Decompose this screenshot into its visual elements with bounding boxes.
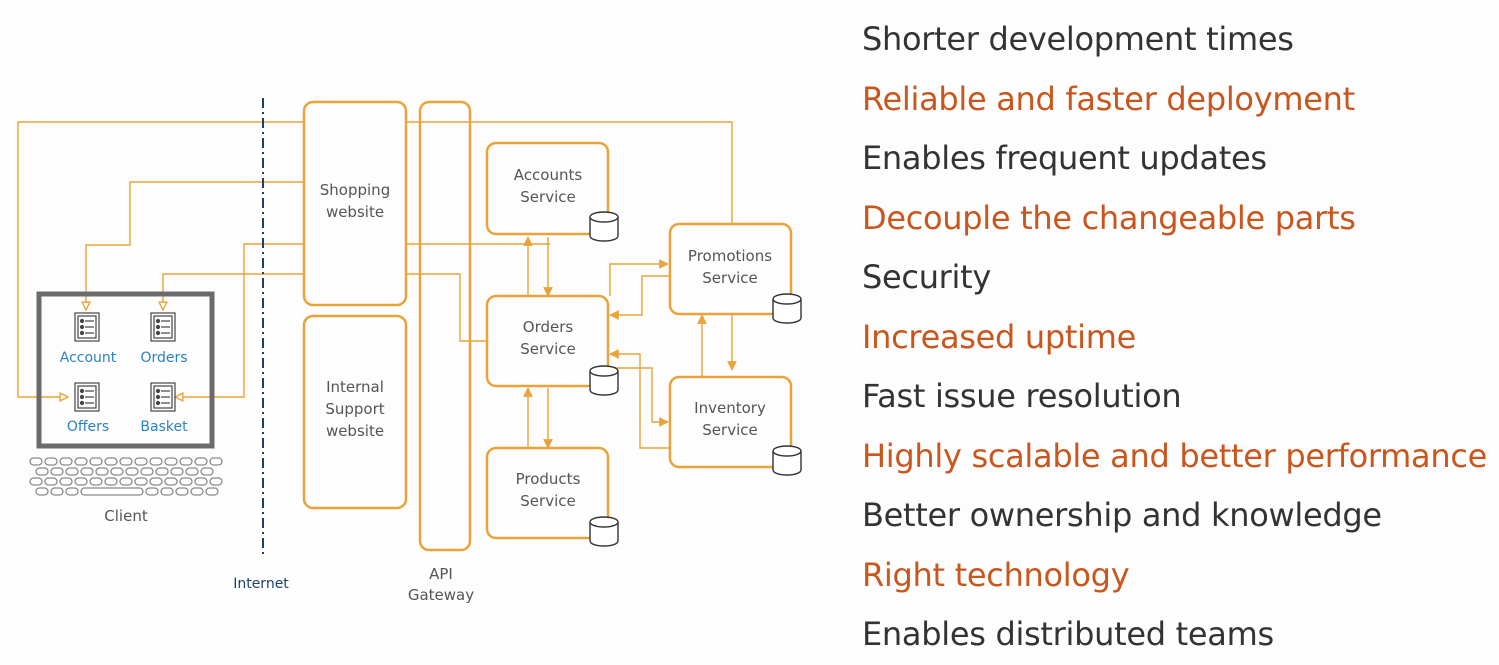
account-label: Account	[60, 350, 117, 366]
orders-label: Orders	[140, 350, 187, 366]
document-list-icon	[150, 382, 176, 412]
svg-text:Service: Service	[520, 188, 575, 206]
basket-item: Basket	[140, 382, 188, 435]
svg-text:Gateway: Gateway	[408, 586, 474, 604]
basket-label: Basket	[140, 419, 188, 435]
svg-text:website: website	[326, 203, 384, 221]
svg-text:Accounts: Accounts	[514, 166, 583, 184]
benefit-item: Increased uptime	[862, 317, 1136, 356]
architecture-diagram: Internet Client Account Orders	[17, 98, 802, 604]
accounts-service-box: Accounts Service	[485, 141, 619, 242]
offers-label: Offers	[67, 419, 109, 435]
benefit-item: Reliable and faster deployment	[862, 79, 1355, 118]
svg-text:Inventory: Inventory	[694, 399, 766, 417]
support-website-box: Internal Support website	[302, 314, 408, 510]
document-list-icon	[74, 382, 100, 412]
internet-label: Internet	[233, 576, 289, 592]
svg-text:Service: Service	[702, 269, 757, 287]
api-gateway: API Gateway	[408, 100, 474, 604]
benefit-item: Fast issue resolution	[862, 377, 1182, 415]
shopping-website-box: Shopping website	[302, 100, 408, 307]
svg-text:Service: Service	[702, 421, 757, 439]
promotions-service-box: Promotions Service	[668, 222, 802, 324]
account-item: Account	[60, 312, 117, 366]
database-icon	[589, 516, 619, 547]
database-icon	[772, 445, 802, 476]
benefit-item: Better ownership and knowledge	[862, 496, 1382, 534]
client-label: Client	[104, 507, 148, 525]
svg-text:Support: Support	[325, 400, 384, 418]
svg-text:Shopping: Shopping	[320, 181, 390, 199]
laptop-keyboard	[29, 457, 223, 496]
database-icon	[772, 293, 802, 324]
benefits-list: Shorter development times Reliable and f…	[862, 10, 1487, 665]
svg-text:Service: Service	[520, 340, 575, 358]
benefit-item: Right technology	[862, 555, 1130, 594]
inventory-service-box: Inventory Service	[668, 375, 802, 476]
offers-item: Offers	[67, 382, 109, 435]
svg-text:Promotions: Promotions	[688, 247, 772, 265]
benefit-item: Highly scalable and better performance	[862, 436, 1488, 475]
database-icon	[589, 211, 619, 242]
orders-item: Orders	[140, 312, 188, 366]
client-laptop: Client	[29, 291, 223, 525]
benefit-item: Enables distributed teams	[862, 615, 1274, 653]
orders-service-box: Orders Service	[485, 294, 619, 396]
products-service-box: Products Service	[485, 446, 619, 547]
benefit-item: Security	[862, 258, 992, 296]
svg-text:Orders: Orders	[523, 318, 574, 336]
svg-text:Products: Products	[516, 470, 581, 488]
database-icon	[589, 365, 619, 396]
document-list-icon	[150, 312, 176, 342]
benefit-item: Shorter development times	[862, 20, 1294, 58]
svg-text:website: website	[326, 422, 384, 440]
benefit-item: Enables frequent updates	[862, 139, 1267, 177]
svg-text:Service: Service	[520, 492, 575, 510]
svg-text:API: API	[429, 565, 453, 583]
benefit-item: Decouple the changeable parts	[862, 198, 1356, 237]
svg-text:Internal: Internal	[326, 378, 384, 396]
document-list-icon	[74, 312, 100, 342]
